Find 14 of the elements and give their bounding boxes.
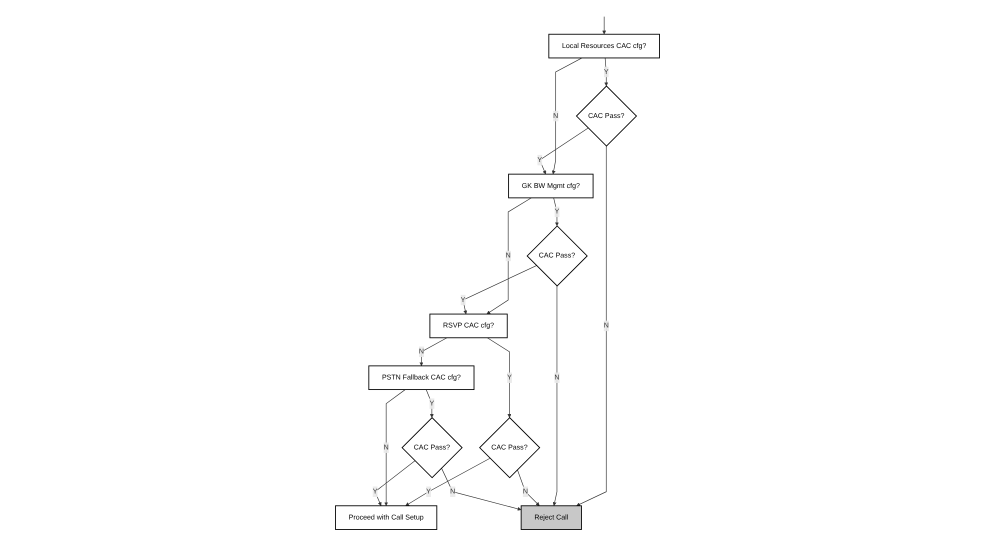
arrow (405, 458, 490, 506)
arrow (384, 389, 406, 506)
arrow (419, 337, 448, 366)
arrow (517, 469, 540, 506)
arrow (486, 337, 512, 418)
arrow (552, 58, 582, 174)
arrow (576, 146, 607, 506)
arrow (462, 265, 537, 314)
arrow (602, 16, 606, 34)
arrow (441, 468, 522, 511)
arrow (552, 286, 558, 506)
arrow (486, 198, 532, 314)
arrow (374, 460, 416, 506)
arrow (539, 128, 589, 174)
